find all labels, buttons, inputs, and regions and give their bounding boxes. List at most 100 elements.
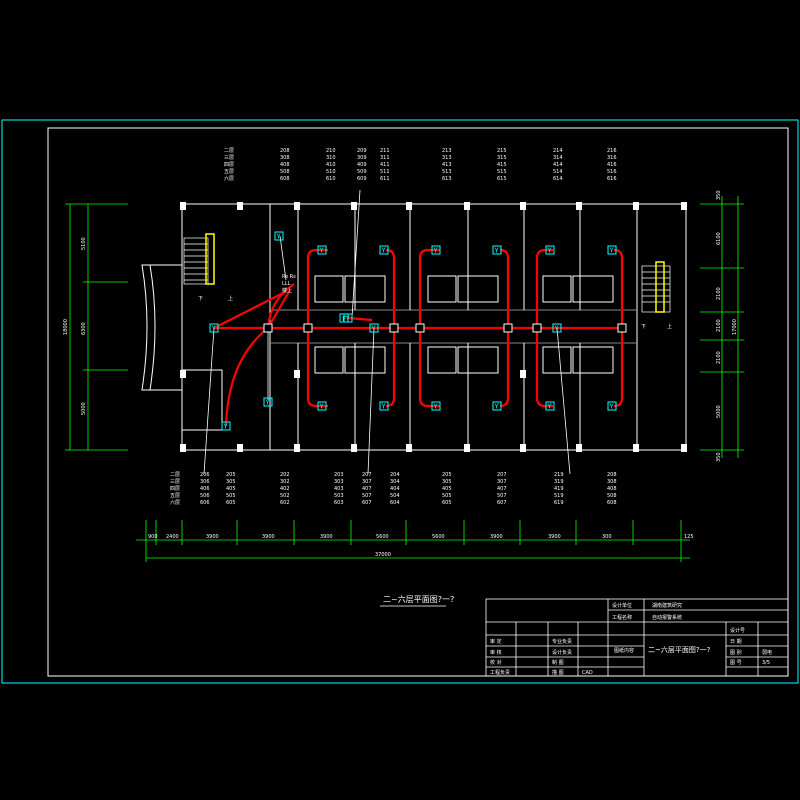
- title-block-cell: 审 核: [490, 649, 502, 656]
- room-number-label: 409: [357, 162, 367, 168]
- room-number-label: 210: [326, 148, 336, 154]
- panel-note-1: Rs Rs: [282, 274, 296, 280]
- fire-panel-icon: F: [339, 313, 349, 323]
- panel-label: F: [342, 315, 346, 323]
- room-number-label: 308: [607, 479, 617, 485]
- detector-label: Y: [610, 247, 615, 255]
- title-block-cell: CAD: [582, 670, 593, 676]
- bottom-dim-label: 3900: [262, 534, 275, 540]
- right-dim-3: 2100: [716, 287, 722, 300]
- detector-label: Y: [555, 325, 560, 333]
- drawing-title: 二~六层平面图?一?: [383, 594, 454, 604]
- smoke-detector-icon: Y: [431, 401, 441, 411]
- room-number-label: 211: [380, 148, 390, 154]
- bottom-dim-label: 5600: [376, 534, 389, 540]
- room-number-label: 615: [497, 176, 507, 182]
- detector-label: Y: [434, 247, 439, 255]
- right-dim-5: 2100: [716, 351, 722, 364]
- room-number-label: 307: [362, 479, 372, 485]
- room-number-label: 208: [280, 148, 290, 154]
- room-number-label: 205: [442, 472, 452, 478]
- room-number-label: 408: [607, 486, 617, 492]
- room-number-label: 519: [554, 493, 564, 499]
- title-block-cell: 设计负责: [552, 649, 572, 656]
- room-number-label: 603: [334, 500, 344, 506]
- room-number-label: 506: [200, 493, 210, 499]
- room-number-label: 505: [442, 493, 452, 499]
- detector-label: Y: [434, 403, 439, 411]
- smoke-detector-icon: Y: [274, 231, 284, 241]
- room-number-label: 607: [497, 500, 507, 506]
- room-number-label: 608: [280, 176, 290, 182]
- smoke-detector-icon: Y: [492, 245, 502, 255]
- room-number-label: 510: [326, 169, 336, 175]
- right-dim-1: 350: [716, 190, 722, 200]
- right-dim-2: 6100: [716, 232, 722, 245]
- title-block-cell: 校 对: [490, 659, 502, 666]
- room-number-label: 614: [553, 176, 563, 182]
- stair-down-label-left: 下: [198, 296, 203, 302]
- room-number-label: 303: [334, 479, 344, 485]
- smoke-detector-icon: Y: [552, 323, 562, 333]
- room-number-label: 六层: [224, 175, 234, 182]
- bottom-dimension-lines: [136, 520, 690, 562]
- title-block-cell: 工程负责: [490, 669, 510, 676]
- title-block-cell: 专业负责: [552, 638, 572, 645]
- sheet-frame-outer: [1, 119, 799, 684]
- room-number-label: 419: [554, 486, 564, 492]
- left-dim-3: 5000: [81, 402, 87, 415]
- room-number-label: 三层: [224, 155, 234, 161]
- room-number-label: 411: [380, 162, 390, 168]
- detector-label: Y: [610, 403, 615, 411]
- room-number-label: 四层: [170, 486, 180, 492]
- room-number-label: 602: [280, 500, 290, 506]
- left-dimension-lines: [65, 203, 128, 451]
- room-number-label: 516: [607, 169, 617, 175]
- smoke-detector-icon: Y: [317, 401, 327, 411]
- room-number-label: 608: [607, 500, 617, 506]
- room-number-label: 513: [442, 169, 452, 175]
- tb-design-unit: 湖南建筑研究: [652, 602, 682, 609]
- room-number-label: 314: [553, 155, 563, 161]
- room-number-label: 605: [226, 500, 236, 506]
- detector-label: Y: [495, 403, 500, 411]
- right-dim-4: 2100: [716, 319, 722, 332]
- junction-boxes: [263, 323, 627, 333]
- bottom-dim-total: 37000: [375, 552, 391, 558]
- room-number-label: 405: [442, 486, 452, 492]
- room-number-label: 209: [357, 148, 367, 154]
- room-number-label: 414: [553, 162, 563, 168]
- left-stair: [183, 233, 215, 285]
- room-number-label: 507: [362, 493, 372, 499]
- room-number-label: 305: [442, 479, 452, 485]
- title-block-right-value: 弱电: [762, 649, 772, 656]
- title-block-right-label: 设计号: [730, 627, 745, 634]
- smoke-detector-icon: Y: [221, 421, 231, 431]
- sheet-frame-inner: [47, 127, 789, 677]
- bottom-dim-label: 3900: [548, 534, 561, 540]
- tb-drawing-label: 图纸内容: [614, 647, 634, 654]
- smoke-detector-icon: Y: [209, 323, 219, 333]
- smoke-detector-icon: Y: [369, 323, 379, 333]
- detector-label: Y: [548, 403, 553, 411]
- room-number-label: 406: [200, 486, 210, 492]
- smoke-detector-icon: Y: [607, 401, 617, 411]
- room-number-label: 203: [334, 472, 344, 478]
- room-number-label: 309: [357, 155, 367, 161]
- right-dimension-lines: [700, 196, 744, 458]
- top-room-labels: 二层三层四层五层六层208308408508608210310410510610…: [224, 148, 617, 182]
- room-number-label: 二层: [224, 148, 234, 154]
- tb-project: 自动报警系统: [652, 614, 682, 621]
- smoke-detector-icon: Y: [379, 401, 389, 411]
- bottom-dim-label: 125: [684, 534, 694, 540]
- room-number-label: 305: [226, 479, 236, 485]
- room-number-label: 515: [497, 169, 507, 175]
- room-number-label: 619: [554, 500, 564, 506]
- left-dim-2: 6300: [81, 322, 87, 335]
- bottom-dim-label: 3900: [320, 534, 333, 540]
- room-number-label: 511: [380, 169, 390, 175]
- room-number-label: 316: [607, 155, 617, 161]
- panel-note-2: LLL: [282, 281, 291, 287]
